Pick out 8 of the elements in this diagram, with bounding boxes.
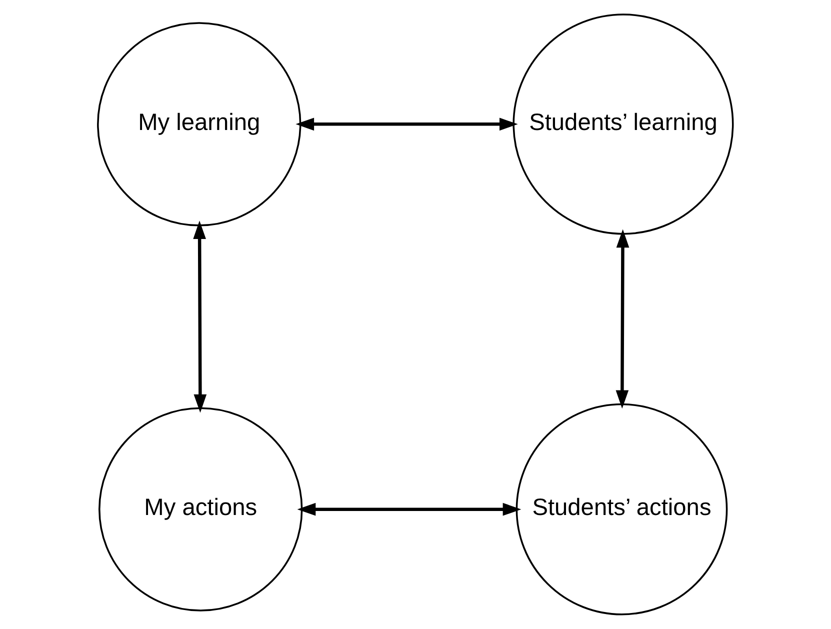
node-circle: Students’ learning <box>512 14 734 235</box>
node-circle: My actions <box>98 407 303 612</box>
node-circle: My learning <box>97 22 302 226</box>
arrow <box>297 502 522 516</box>
node-circle: Students’ actions <box>516 403 728 616</box>
arrow <box>193 220 207 413</box>
arrow <box>296 118 518 131</box>
arrow <box>616 229 630 409</box>
